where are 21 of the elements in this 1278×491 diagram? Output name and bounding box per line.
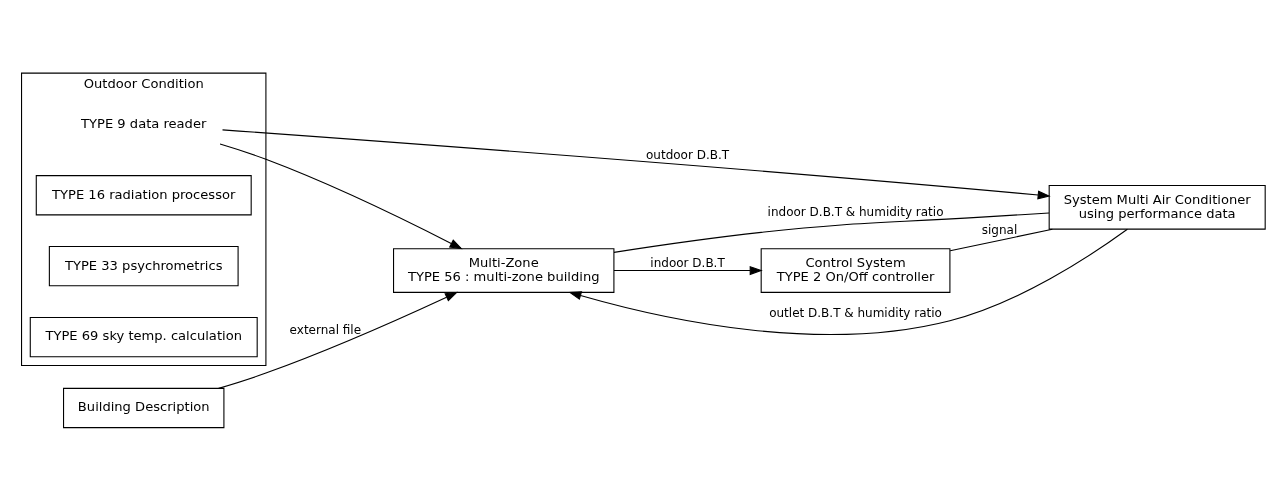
arrow xyxy=(219,143,463,249)
node-box: TYPE 69 sky temp. calculation xyxy=(29,316,258,357)
edge-label: indoor D.B.T & humidity ratio xyxy=(767,204,944,219)
node-text: TYPE 9 data reader xyxy=(81,115,207,131)
node-box: Building Description xyxy=(63,387,225,428)
node-box: Multi-Zone TYPE 56 : multi-zone building xyxy=(393,247,615,293)
edge-label: indoor D.B.T xyxy=(650,255,725,270)
edge-label: external file xyxy=(289,322,362,337)
node-box: Control System TYPE 2 On/Off controller xyxy=(760,247,951,293)
connector xyxy=(949,228,1053,251)
edge-label: outlet D.B.T & humidity ratio xyxy=(769,305,942,320)
connector xyxy=(613,212,1050,253)
arrow xyxy=(218,291,459,389)
arrow xyxy=(221,128,1051,200)
arrow xyxy=(613,265,763,275)
node-box: TYPE 33 psychrometrics xyxy=(48,245,239,286)
edge-label: outdoor D.B.T xyxy=(645,147,730,162)
edge-label: signal xyxy=(981,222,1018,237)
node-box: System Multi Air Conditioner using performance data xyxy=(1048,184,1266,230)
arrow xyxy=(568,228,1128,335)
node-box: TYPE 16 radiation processor xyxy=(35,174,252,215)
